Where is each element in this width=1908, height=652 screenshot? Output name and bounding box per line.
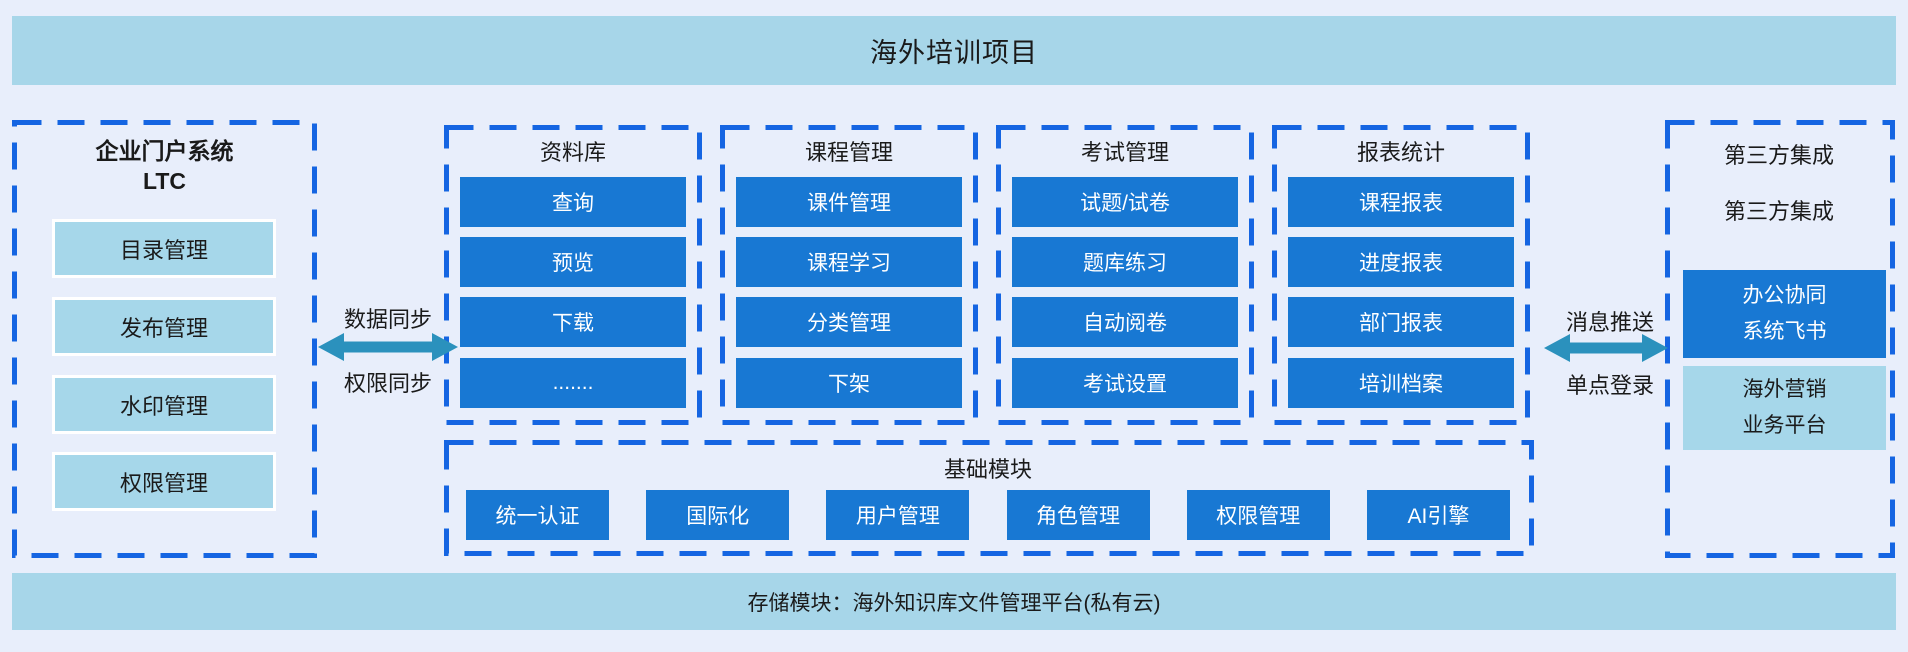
base-item-ai-engine: AI引擎 (1366, 490, 1510, 540)
library-item-ellipsis: ....... (460, 358, 686, 408)
page-title-banner: 海外培训项目 (12, 16, 1896, 85)
feishu-box-line1: 办公协同 (1742, 284, 1827, 307)
library-item-download: 下载 (460, 297, 686, 347)
storage-module-text: 存储模块：海外知识库文件管理平台(私有云) (747, 591, 1161, 615)
overseas-marketing-platform-box: 海外营销 业务平台 (1683, 366, 1886, 450)
report-stats-column: 报表统计 课程报表 进度报表 部门报表 培训档案 (1272, 125, 1530, 425)
permission-sync-label: 权限同步 (343, 371, 432, 396)
page-title: 海外培训项目 (870, 38, 1038, 68)
exam-item-exam-settings: 考试设置 (1012, 358, 1238, 408)
base-item-permission-mgmt: 权限管理 (1186, 490, 1330, 540)
exam-mgmt-title: 考试管理 (1080, 140, 1169, 165)
enterprise-portal-title-line1: 企业门户系统 (95, 138, 234, 164)
course-item-course-study: 课程学习 (736, 237, 962, 287)
sync-arrow-right (1544, 334, 1668, 362)
sync-arrow-left (318, 333, 458, 361)
marketing-box-line1: 海外营销 (1742, 378, 1827, 401)
data-sync-label: 数据同步 (343, 307, 432, 332)
third-party-title-1: 第三方集成 (1723, 143, 1834, 168)
sso-label: 单点登录 (1565, 373, 1654, 398)
base-item-user-mgmt: 用户管理 (826, 490, 970, 540)
message-push-label: 消息推送 (1565, 310, 1654, 335)
report-item-progress-report: 进度报表 (1288, 237, 1514, 287)
feishu-box-line2: 系统飞书 (1742, 320, 1827, 343)
library-item-preview: 预览 (460, 237, 686, 287)
report-stats-title: 报表统计 (1356, 140, 1445, 165)
third-party-panel: 第三方集成 第三方集成 办公协同 系统飞书 海外营销 业务平台 (1665, 120, 1893, 558)
exam-item-question-bank: 题库练习 (1012, 237, 1238, 287)
exam-item-questions-papers: 试题/试卷 (1012, 177, 1238, 227)
enterprise-portal-panel: 企业门户系统 LTC 目录管理 发布管理 水印管理 权限管理 (12, 120, 317, 558)
enterprise-portal-title-line2: LTC (142, 168, 186, 194)
storage-module-banner: 存储模块：海外知识库文件管理平台(私有云) (12, 573, 1896, 630)
marketing-box-line2: 业务平台 (1742, 414, 1827, 437)
base-module-title: 基础模块 (943, 457, 1032, 482)
portal-item-watermark-mgmt: 水印管理 (52, 375, 276, 434)
library-item-query: 查询 (460, 177, 686, 227)
base-module-row: 统一认证 国际化 用户管理 角色管理 权限管理 AI引擎 (466, 490, 1510, 540)
exam-item-auto-grading: 自动阅卷 (1012, 297, 1238, 347)
library-column: 资料库 查询 预览 下载 ....... (444, 125, 702, 425)
portal-item-publish-mgmt: 发布管理 (52, 297, 276, 356)
portal-item-catalog-mgmt: 目录管理 (52, 219, 276, 278)
report-item-dept-report: 部门报表 (1288, 297, 1514, 347)
exam-mgmt-column: 考试管理 试题/试卷 题库练习 自动阅卷 考试设置 (996, 125, 1254, 425)
course-item-category-mgmt: 分类管理 (736, 297, 962, 347)
library-title: 资料库 (539, 140, 606, 165)
portal-item-permission-mgmt: 权限管理 (52, 452, 276, 511)
base-item-unified-auth: 统一认证 (466, 490, 609, 540)
course-mgmt-title: 课程管理 (804, 140, 893, 165)
base-module-panel: 基础模块 统一认证 国际化 用户管理 角色管理 权限管理 AI引擎 (444, 440, 1532, 558)
base-item-role-mgmt: 角色管理 (1006, 490, 1150, 540)
course-item-courseware-mgmt: 课件管理 (736, 177, 962, 227)
base-item-i18n: 国际化 (646, 490, 790, 540)
course-item-unpublish: 下架 (736, 358, 962, 408)
course-mgmt-column: 课程管理 课件管理 课程学习 分类管理 下架 (720, 125, 978, 425)
third-party-title-2: 第三方集成 (1723, 199, 1834, 224)
feishu-office-collab-box: 办公协同 系统飞书 (1683, 270, 1886, 358)
enterprise-portal-title: 企业门户系统 LTC (12, 136, 317, 196)
report-item-training-archive: 培训档案 (1288, 358, 1514, 408)
report-item-course-report: 课程报表 (1288, 177, 1514, 227)
